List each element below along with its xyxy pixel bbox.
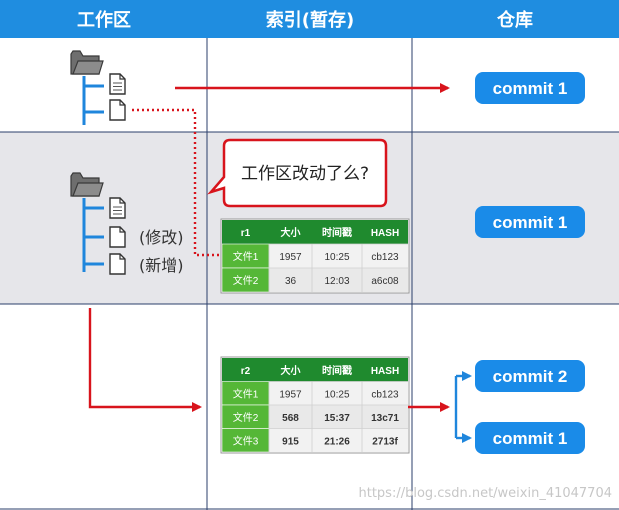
- header-bar: [0, 0, 619, 38]
- commit-label: commit 1: [493, 213, 568, 232]
- file-tree-row2: [82, 198, 104, 272]
- table-cell: 13c71: [371, 413, 399, 424]
- table-cell: 1957: [279, 252, 302, 263]
- table-cell: 15:37: [324, 413, 350, 424]
- table-cell: 1957: [279, 389, 302, 400]
- table-cell: 文件1: [233, 250, 259, 263]
- table-cell: 10:25: [324, 389, 349, 400]
- table-cell: 21:26: [324, 436, 350, 447]
- file-icon: [109, 99, 126, 121]
- column-header-index: 索引(暂存): [266, 9, 354, 31]
- table-cell: 文件2: [233, 411, 259, 424]
- file-icon: [109, 73, 126, 95]
- commit-badge: [475, 72, 585, 104]
- table-header-cell: 时间戳: [322, 226, 352, 239]
- commit-label: commit 1: [493, 429, 568, 448]
- table-row-label-cell: [221, 243, 270, 269]
- table-row: [269, 381, 408, 405]
- table-cell: 2713f: [372, 436, 398, 447]
- table-row: [269, 268, 408, 292]
- table-cell: 12:03: [324, 276, 349, 287]
- index-table-r1: r1 大小 时间戳 HASH 文件1 1957 10:25 cb123 文件2 36 12:03 a6…: [220, 218, 410, 294]
- table-cell: 文件1: [233, 387, 259, 400]
- arrow-to-index: [88, 308, 202, 412]
- file-modified-label: (修改): [139, 228, 184, 247]
- index-table-r2: r2 大小 时间戳 HASH 文件1 1957 10:25 cb123 文件2 568 15:37 1…: [220, 356, 410, 454]
- commit-label: commit 1: [493, 79, 568, 98]
- commit-badge: [475, 422, 585, 454]
- dotted-connector: [132, 108, 222, 257]
- file-icon: [109, 197, 126, 219]
- commit-label: commit 2: [493, 367, 568, 386]
- table-cell: 568: [282, 413, 299, 424]
- table-cell: 915: [282, 436, 299, 447]
- folder-icon: [70, 50, 104, 75]
- table-header-cell: 大小: [281, 226, 301, 239]
- table-cell: cb123: [371, 389, 399, 400]
- commit-badge: [475, 206, 585, 238]
- table-header-cell: r1: [241, 228, 251, 239]
- file-new-label: (新增): [139, 256, 184, 275]
- column-header-repository: 仓库: [496, 9, 533, 31]
- table-row-label-cell: [221, 267, 270, 293]
- watermark-text: https://blog.csdn.net/weixin_41047704: [358, 486, 612, 501]
- table-cell: 10:25: [324, 252, 349, 263]
- table-row: [269, 428, 408, 452]
- table-header-cell: r2: [241, 366, 251, 377]
- callout-bubble: [207, 138, 388, 208]
- column-header-workspace: 工作区: [77, 9, 131, 31]
- table-row: [269, 244, 408, 268]
- commit-branch: [454, 371, 472, 443]
- table-header-cell: HASH: [371, 228, 399, 239]
- table-cell: 文件2: [233, 274, 259, 287]
- table-header-row: [222, 220, 408, 244]
- file-icon: [109, 253, 126, 275]
- table-cell: 文件3: [233, 434, 259, 447]
- table-header-cell: 大小: [281, 364, 301, 377]
- table-cell: a6c08: [371, 276, 399, 287]
- table-cell: 36: [285, 276, 297, 287]
- commit-badge: [475, 360, 585, 392]
- file-icon: [109, 226, 126, 248]
- callout-text: 工作区改动了么?: [241, 164, 369, 184]
- table-header-row: [222, 358, 408, 382]
- grid-lines: [0, 38, 619, 510]
- table-cell: cb123: [371, 252, 399, 263]
- table-row: [269, 405, 408, 429]
- file-tree-row1: [82, 76, 104, 125]
- table-header-cell: 时间戳: [322, 364, 352, 377]
- table-header-cell: HASH: [371, 366, 399, 377]
